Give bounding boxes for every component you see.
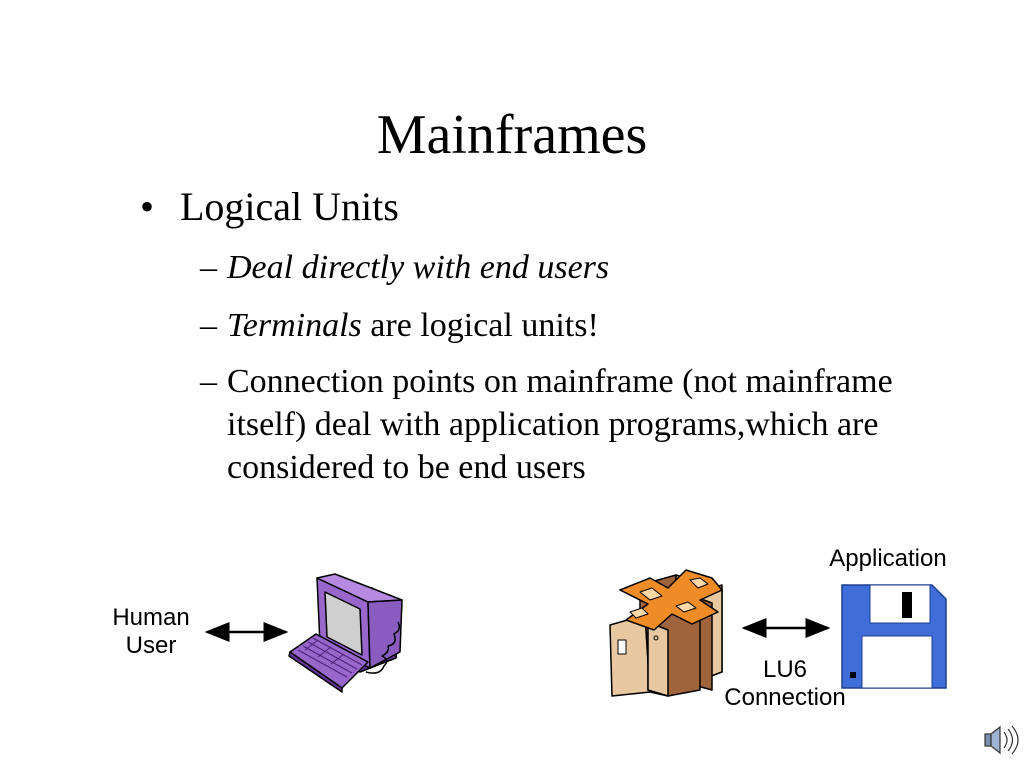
application-label: Application: [829, 545, 947, 572]
subbullet-italic-text: Deal directly with end users: [227, 249, 610, 286]
lu6-connection-label: LU6 Connection: [724, 656, 846, 711]
dash-marker: –: [200, 307, 217, 344]
mainframe-cluster-icon: [609, 569, 723, 697]
subbullet-end-users: – Deal directly with end users: [200, 246, 820, 289]
computer-terminal-icon: [288, 573, 403, 693]
bullet-text: Logical Units: [180, 184, 399, 229]
dash-marker: –: [200, 249, 217, 286]
subbullet-terminals: – Terminals are logical units!: [200, 304, 820, 347]
subbullet-text: Connection points on mainframe (not main…: [227, 363, 893, 486]
speaker-icon[interactable]: [984, 725, 1019, 755]
human-user-label: Human User: [112, 604, 190, 659]
slide-title: Mainframes: [376, 104, 648, 166]
subbullet-italic-text: Terminals: [227, 307, 362, 344]
bullet-marker: •: [140, 184, 155, 229]
dash-marker: –: [200, 363, 217, 400]
bullet-logical-units: • Logical Units: [140, 183, 399, 231]
subbullet-connection-points: – Connection points on mainframe (not ma…: [200, 360, 900, 489]
subbullet-text: are logical units!: [361, 307, 599, 344]
floppy-disk-icon: [841, 584, 947, 689]
